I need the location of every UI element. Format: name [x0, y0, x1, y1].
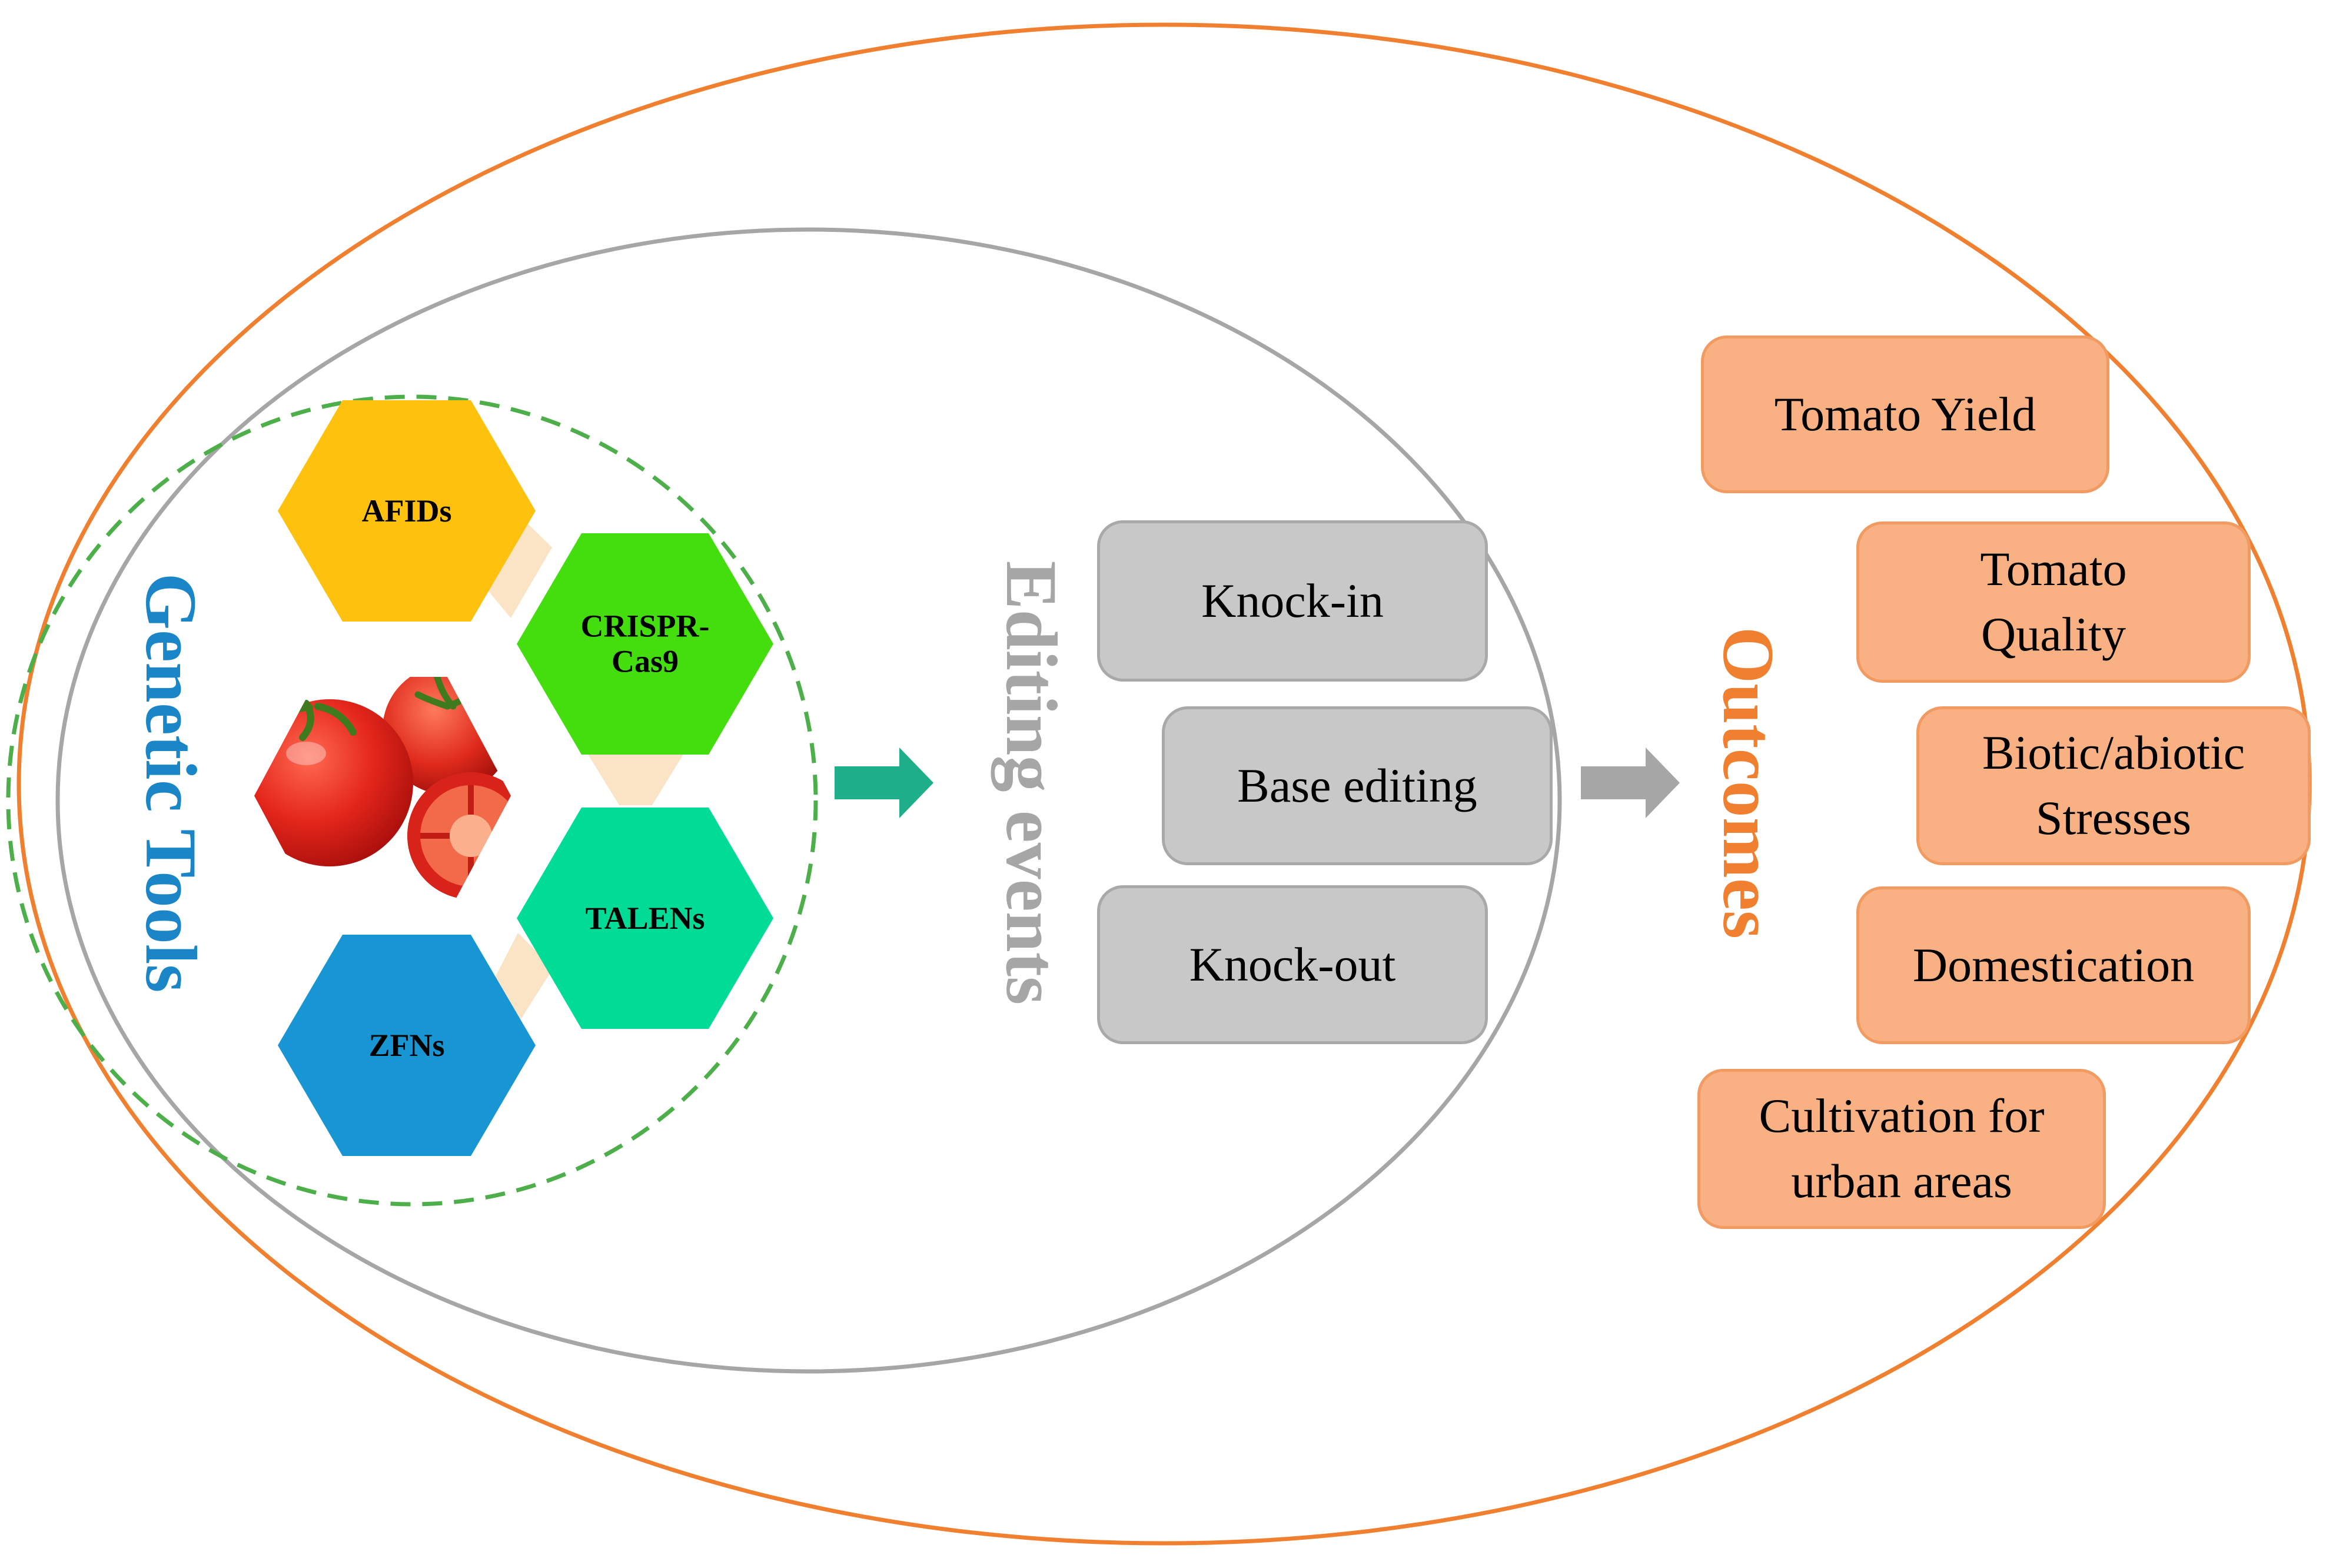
zfns-hexagon: [278, 935, 536, 1156]
tomato-photo: [254, 677, 511, 915]
urban-cultivation-box: Cultivation for urban areas: [1697, 1069, 2106, 1229]
connector-afids-crispr: [481, 513, 552, 618]
right-arrow-icon: [835, 748, 933, 818]
crispr-hexagon: [517, 533, 773, 755]
zfns-label: ZFNs: [368, 1027, 445, 1063]
crispr-label: CRISPR- Cas9: [580, 608, 710, 679]
afids-hexagon: [278, 400, 536, 622]
talens-hexagon: [517, 808, 773, 1029]
knock-out-box: Knock-out: [1097, 885, 1488, 1044]
knock-in-box: Knock-in: [1097, 520, 1488, 682]
stresses-box: Biotic/abiotic Stresses: [1916, 706, 2311, 865]
tomato-yield-box: Tomato Yield: [1701, 335, 2109, 493]
outcomes-title: Outcomes: [1708, 626, 1789, 939]
right-arrow-icon: [1581, 748, 1680, 818]
genetic-tools-dashed-circle: [6, 394, 818, 1207]
domestication-box: Domestication: [1856, 886, 2251, 1044]
talens-label: TALENs: [585, 900, 705, 936]
base-editing-box: Base editing: [1162, 706, 1553, 865]
tomato-quality-box: Tomato Quality: [1856, 521, 2251, 683]
afids-label: AFIDs: [361, 493, 452, 529]
genetic-tools-title: Genetic Tools: [131, 573, 211, 993]
inner-ellipse: [55, 227, 1562, 1374]
editing-events-title: Editing events: [991, 560, 1072, 1005]
connector-crispr-talens: [587, 753, 684, 805]
